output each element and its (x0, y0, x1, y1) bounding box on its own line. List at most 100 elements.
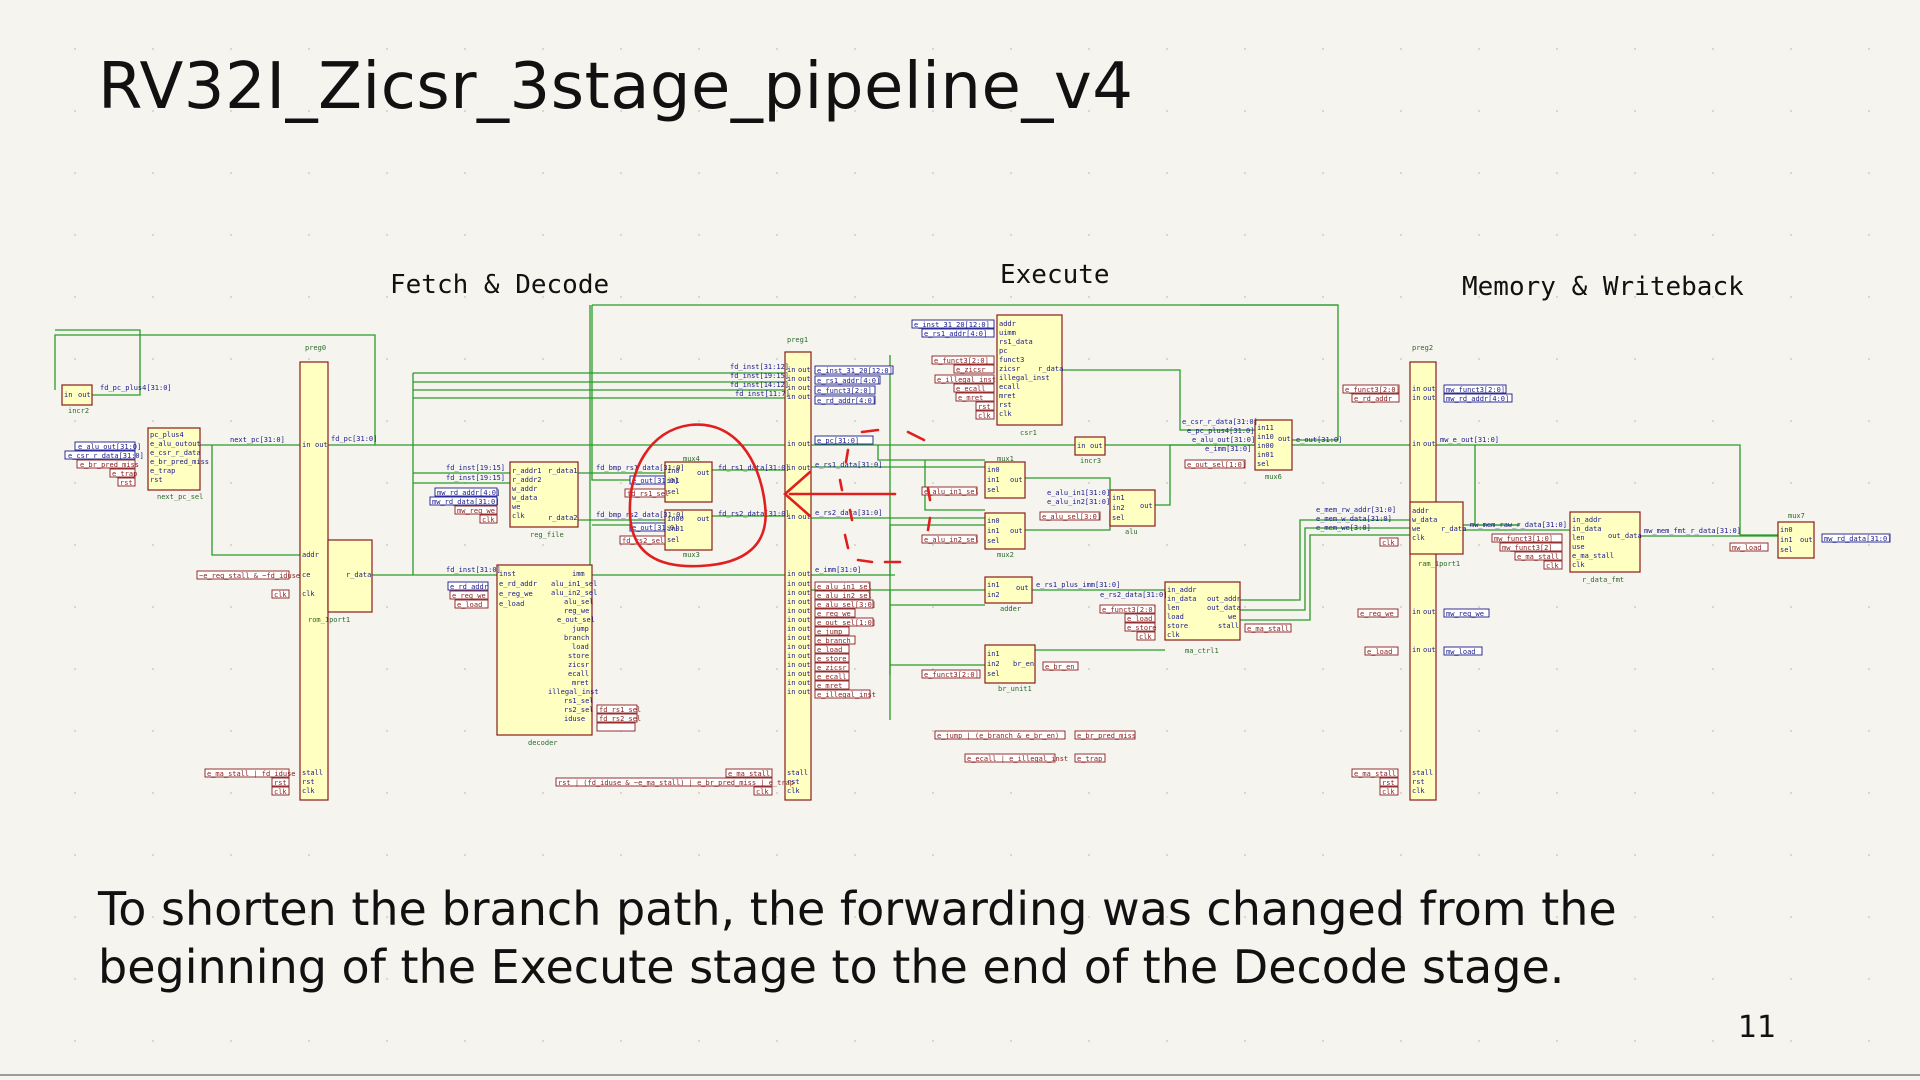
svg-text:e_alu_in1_sel: e_alu_in1_sel (817, 583, 872, 591)
svg-text:out: out (1090, 442, 1103, 450)
svg-text:in1: in1 (1780, 536, 1793, 544)
svg-text:stall: stall (1218, 622, 1239, 630)
svg-text:sel: sel (1780, 546, 1793, 554)
svg-text:clk: clk (1139, 633, 1152, 641)
svg-text:store: store (1167, 622, 1188, 630)
svg-text:reg_we: reg_we (564, 607, 589, 615)
svg-text:in: in (787, 634, 795, 642)
page-number: 11 (1738, 1010, 1777, 1045)
svg-text:in10: in10 (1257, 433, 1274, 441)
svg-text:sel: sel (987, 670, 1000, 678)
svg-text:e_mem_w_data[31:0]: e_mem_w_data[31:0] (1316, 515, 1392, 523)
slide-title: RV32I_Zicsr_3stage_pipeline_v4 (98, 50, 1134, 124)
svg-text:out: out (798, 652, 811, 660)
svg-text:w_data: w_data (512, 494, 537, 502)
svg-text:use: use (1572, 543, 1585, 551)
svg-text:clk: clk (999, 410, 1012, 418)
block-mux4: in0 in1 sel out mux4 (664, 455, 713, 503)
svg-text:out: out (315, 441, 328, 449)
svg-text:e_ma_stall: e_ma_stall (1354, 770, 1396, 778)
svg-text:in_addr: in_addr (1572, 516, 1602, 524)
svg-text:out_data: out_data (1608, 532, 1642, 540)
svg-text:e_inst_31_20[12:0]: e_inst_31_20[12:0] (914, 321, 990, 329)
svg-text:uimm: uimm (999, 329, 1016, 337)
svg-text:rst: rst (150, 476, 163, 484)
svg-text:in: in (787, 607, 795, 615)
svg-text:e_zicsr: e_zicsr (956, 366, 986, 374)
caption-line-1: To shorten the branch path, the forwardi… (98, 882, 1617, 936)
svg-text:mux6: mux6 (1265, 473, 1282, 481)
svg-text:e_ecall: e_ecall (817, 673, 847, 681)
svg-text:mw_rd_addr[4:0]: mw_rd_addr[4:0] (1446, 395, 1509, 403)
svg-text:out: out (697, 515, 710, 523)
svg-text:e_out[31:0]: e_out[31:0] (632, 524, 678, 532)
net-labels: fd_pc_plus4[31:0] next_pc[31:0] fd_pc[31… (64, 319, 1891, 796)
svg-text:in0: in0 (667, 467, 680, 475)
svg-text:in: in (787, 652, 795, 660)
svg-text:e_pc_plus4[31:0]: e_pc_plus4[31:0] (1187, 427, 1254, 435)
svg-text:clk: clk (1167, 631, 1180, 639)
svg-text:r_data1: r_data1 (548, 467, 578, 475)
svg-text:e_store: e_store (1127, 624, 1157, 632)
svg-text:clk: clk (274, 591, 287, 599)
svg-text:out: out (1016, 584, 1029, 592)
svg-text:in: in (787, 580, 795, 588)
svg-text:in1: in1 (987, 527, 1000, 535)
svg-text:out: out (798, 375, 811, 383)
annotation-arrow-icon (783, 470, 897, 518)
svg-text:out: out (798, 464, 811, 472)
svg-text:mw_reg_we: mw_reg_we (457, 507, 495, 515)
svg-text:e_br_pred_miss: e_br_pred_miss (150, 458, 209, 466)
block-ram-1port1: addr w_data we clk r_data ram_1port1 (1409, 501, 1466, 568)
svg-text:fd_pc[31:0]: fd_pc[31:0] (331, 435, 377, 443)
svg-text:out: out (1010, 527, 1023, 535)
svg-text:out: out (1800, 536, 1813, 544)
svg-text:zicsr: zicsr (568, 661, 589, 669)
svg-text:zicsr: zicsr (999, 365, 1020, 373)
svg-text:e_mem_we[3:0]: e_mem_we[3:0] (1316, 524, 1371, 532)
block-mux2: in0 in1 sel out mux2 (984, 512, 1026, 559)
svg-text:e_br_en: e_br_en (1045, 663, 1075, 671)
svg-text:w_data: w_data (1412, 516, 1437, 524)
svg-text:branch: branch (564, 634, 589, 642)
svg-text:clk: clk (756, 788, 769, 796)
svg-text:sel: sel (667, 488, 680, 496)
block-rom-1port1: r_data rom_1port1 (308, 539, 373, 624)
svg-text:e_trap: e_trap (150, 467, 175, 475)
svg-text:e_csr_r_data[31:0]: e_csr_r_data[31:0] (1182, 418, 1258, 426)
svg-text:store: store (568, 652, 589, 660)
svg-text:out: out (798, 625, 811, 633)
svg-text:e_out_sel: e_out_sel (557, 616, 595, 624)
svg-text:mw_rd_data[31:0]: mw_rd_data[31:0] (432, 498, 499, 506)
svg-text:out: out (1423, 394, 1436, 402)
svg-text:next_pc_sel: next_pc_sel (157, 493, 203, 501)
svg-text:rs1_sel: rs1_sel (564, 697, 594, 705)
svg-text:reg_file: reg_file (530, 531, 564, 539)
svg-text:mw_load: mw_load (1732, 544, 1762, 552)
svg-text:e_out_sel[1:0]: e_out_sel[1:0] (1187, 461, 1246, 469)
svg-text:e_out[31:0]: e_out[31:0] (632, 477, 678, 485)
svg-text:e_funct3[2:0]: e_funct3[2:0] (1102, 606, 1157, 614)
svg-text:e_imm[31:0]: e_imm[31:0] (1205, 445, 1251, 453)
svg-text:ce: ce (302, 571, 310, 579)
svg-text:adder: adder (1000, 605, 1021, 613)
block-mux7: in0 in1 sel out mux7 (1777, 512, 1815, 559)
svg-text:e_ecall | e_illegal_inst: e_ecall | e_illegal_inst (967, 755, 1068, 763)
svg-text:alu_in1_sel: alu_in1_sel (551, 580, 597, 588)
svg-text:clk: clk (1382, 539, 1395, 547)
svg-text:in0: in0 (987, 466, 1000, 474)
svg-text:mux7: mux7 (1788, 512, 1805, 520)
svg-text:incr3: incr3 (1080, 457, 1101, 465)
svg-text:e_reg_we: e_reg_we (817, 610, 851, 618)
svg-text:in01: in01 (1257, 451, 1274, 459)
bottom-divider (0, 1074, 1920, 1076)
block-adder: in1 in2 out adder (984, 576, 1033, 613)
svg-text:e_ma_stall: e_ma_stall (1572, 552, 1614, 560)
svg-text:out: out (1423, 646, 1436, 654)
svg-text:e_inst_31_20[12:0]: e_inst_31_20[12:0] (817, 367, 893, 375)
svg-text:in: in (787, 393, 795, 401)
svg-text:in: in (787, 616, 795, 624)
svg-text:csr1: csr1 (1020, 429, 1037, 437)
